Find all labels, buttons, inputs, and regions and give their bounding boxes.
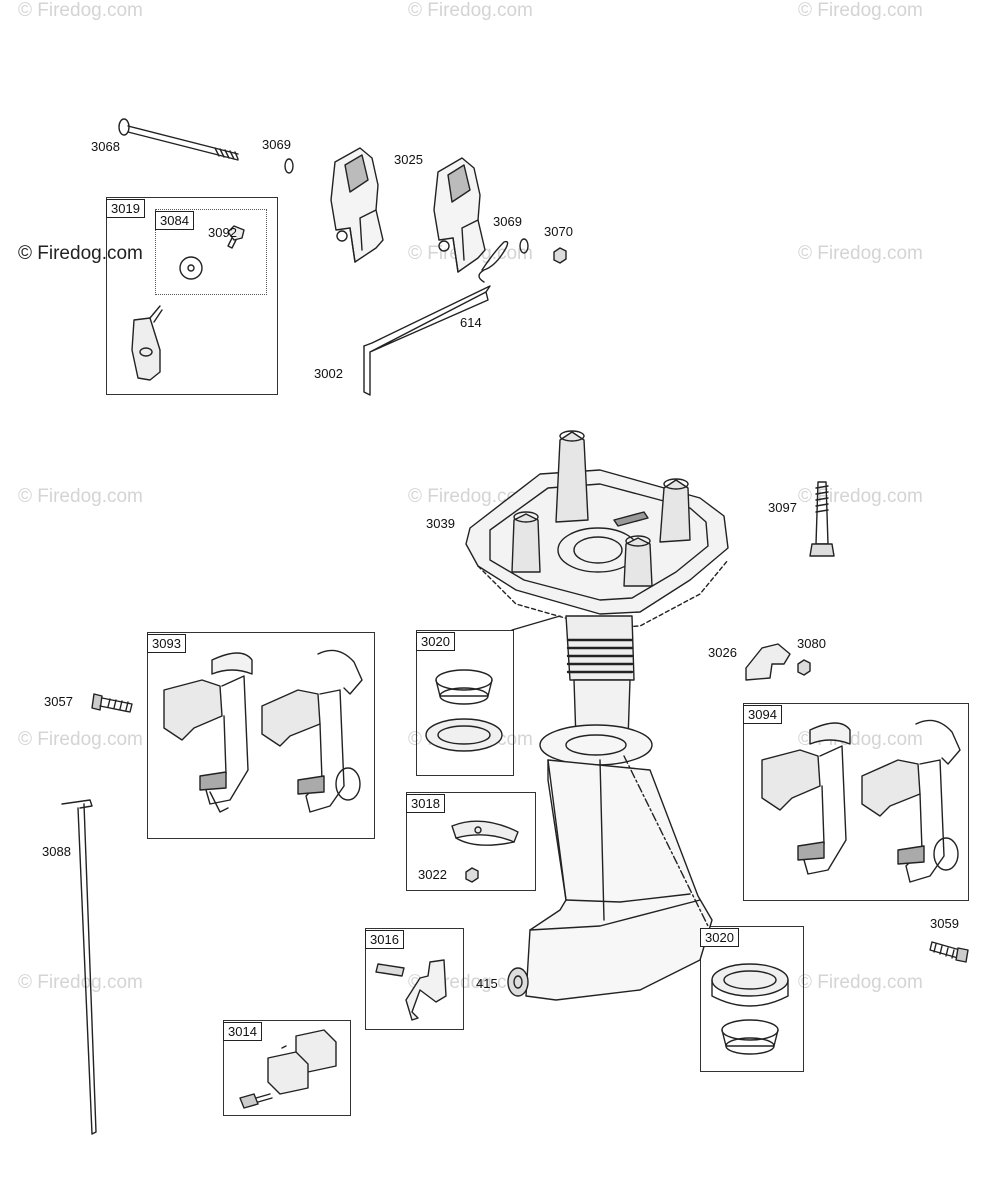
part-label: 3080: [797, 636, 826, 651]
latch-3016: [375, 959, 447, 1021]
cotter-pin-614: [478, 240, 509, 283]
kit-label: 3094: [743, 705, 782, 724]
watermark: © Firedog.com: [798, 243, 923, 264]
part-label: 3026: [708, 645, 737, 660]
nut-3070: [553, 247, 567, 264]
mount-plate-3039: [465, 430, 729, 629]
watermark: © Firedog.com: [18, 972, 143, 993]
kit-label: 3019: [106, 199, 145, 218]
washer-3084: [179, 256, 203, 280]
rod-3088: [61, 799, 97, 1135]
part-label: 3002: [314, 366, 343, 381]
part-label: 3069: [262, 137, 291, 152]
kit-label: 3020: [700, 928, 739, 947]
leader-line: [511, 615, 561, 631]
kit-label: 3020: [416, 632, 455, 651]
watermark: © Firedog.com: [798, 0, 923, 21]
swivel-bracket-3094: [761, 719, 961, 883]
kit-box-3084: [155, 209, 267, 295]
clamp-bracket-left: [330, 147, 384, 263]
kit-box-3018: [406, 792, 536, 891]
part-label: 3069: [493, 214, 522, 229]
washer-3069: [284, 158, 294, 174]
clamp-bracket-right: [433, 157, 486, 273]
pin-3002: [363, 285, 491, 396]
kit-label: 3093: [147, 634, 186, 653]
plate-3019: [131, 305, 163, 381]
watermark: © Firedog.com: [798, 972, 923, 993]
seal-set-3020-upper: [425, 669, 503, 752]
part-label: 415: [476, 976, 498, 991]
driveshaft-housing: [525, 615, 713, 1001]
part-label: 614: [460, 315, 482, 330]
leader-line: [623, 755, 709, 927]
screw-3057: [91, 693, 133, 713]
kit-box-3094: [743, 703, 969, 901]
part-label: 3057: [44, 694, 73, 709]
screw-3059: [929, 941, 969, 963]
seal-set-3020-lower: [711, 963, 789, 1055]
kit-box-3016: [365, 928, 464, 1030]
kit-label: 3014: [223, 1022, 262, 1041]
washer-3069-b: [519, 238, 529, 254]
watermark: © Firedog.com: [18, 486, 143, 507]
part-label: 3097: [768, 500, 797, 515]
kit-label: 3016: [365, 930, 404, 949]
watermark: © Firedog.com: [18, 729, 143, 750]
part-label: 3092: [208, 225, 237, 240]
swivel-bracket-3093: [163, 649, 363, 813]
clamp-3026: [745, 643, 791, 681]
clamp-block-3014: [239, 1029, 337, 1109]
part-label: 3068: [91, 139, 120, 154]
part-label: 3025: [394, 152, 423, 167]
watermark: © Firedog.com: [798, 486, 923, 507]
ring-3018: [451, 820, 519, 846]
kit-box-3014: [223, 1020, 351, 1116]
kit-label: 3018: [406, 794, 445, 813]
kit-label: 3084: [155, 211, 194, 230]
bolt-3097: [809, 481, 835, 557]
watermark-banner: © Firedog.com: [18, 243, 143, 264]
kit-box-3020-upper: [416, 630, 514, 776]
kit-box-3020-lower: [700, 926, 804, 1072]
kit-box-3019: [106, 197, 278, 395]
part-label: 3059: [930, 916, 959, 931]
watermark: © Firedog.com: [18, 0, 143, 21]
part-label: 3039: [426, 516, 455, 531]
watermark: © Firedog.com: [408, 486, 533, 507]
kit-box-3093: [147, 632, 375, 839]
bolt-3068: [118, 118, 239, 161]
part-label: 3088: [42, 844, 71, 859]
nut-3022: [465, 867, 479, 883]
grommet-415: [507, 967, 529, 997]
watermark: © Firedog.com: [408, 0, 533, 21]
part-label: 3070: [544, 224, 573, 239]
nut-3080: [797, 659, 811, 676]
part-label: 3022: [418, 867, 447, 882]
screw-3092: [227, 225, 245, 249]
